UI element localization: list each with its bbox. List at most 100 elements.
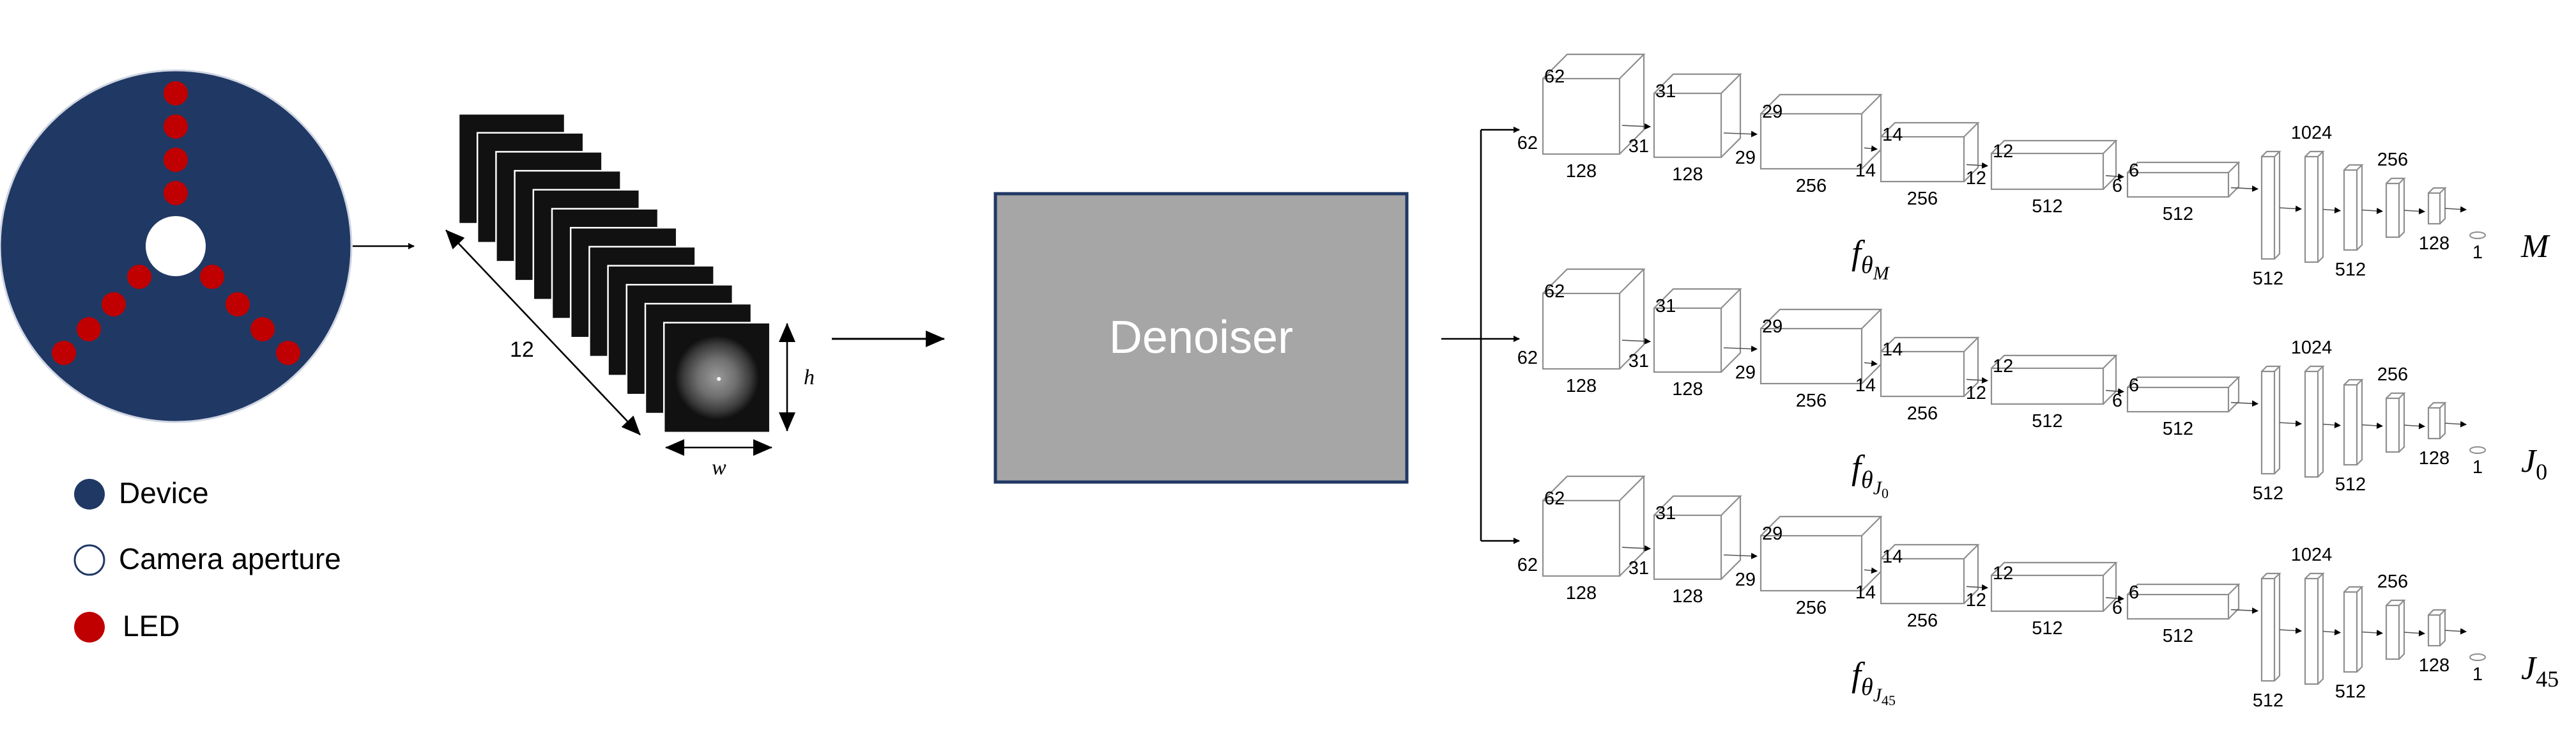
layer-face-front <box>1653 307 1722 373</box>
layer-face-front <box>1759 534 1863 592</box>
layer-face-front <box>2343 384 2358 466</box>
layer-face-side <box>2274 366 2281 474</box>
layer-face-top <box>1760 308 1883 329</box>
branch-connector <box>1441 127 1520 544</box>
conv-dim-label: 31 <box>1629 558 1649 579</box>
legend-label-led: LED <box>123 609 180 643</box>
conv-layer: 66 512 <box>2112 582 2258 646</box>
led-dot <box>250 317 275 341</box>
layer-arrow <box>2444 628 2467 635</box>
dense-layer: 1024 <box>2291 545 2341 685</box>
output-unit <box>2469 653 2486 661</box>
dense-size-label: 256 <box>2377 364 2408 385</box>
conv-channel-label: 512 <box>2163 204 2193 224</box>
layer-face-front <box>2343 591 2358 673</box>
cnn-branch: 6262128313112829292561414256121251266512… <box>1517 53 2550 289</box>
width-label: w <box>712 456 726 479</box>
dense-layer: 512 <box>2253 150 2302 289</box>
network-function-label: fθJ0 <box>1851 448 1889 501</box>
dense-layer: 256 <box>2377 150 2425 238</box>
dense-layer: 512 <box>2335 164 2383 280</box>
layer-face-front <box>2260 155 2276 260</box>
layer-face-front <box>2427 614 2441 647</box>
layer-arrow <box>1621 123 1651 130</box>
conv-channel-label: 256 <box>1907 611 1938 631</box>
layer-face-side <box>2228 162 2240 198</box>
dense-layer: 512 <box>2335 378 2383 495</box>
dense-size-label: 512 <box>2253 483 2283 504</box>
network-output-label: M <box>2520 228 2550 265</box>
layer-face-front <box>1880 350 1965 398</box>
legend: Device Camera aperture LED <box>73 476 341 643</box>
conv-channel-label: 256 <box>1907 403 1938 424</box>
layer-face-side <box>1721 74 1742 158</box>
led-dot <box>102 292 126 316</box>
layer-face-top <box>1653 495 1742 516</box>
layer-face-top <box>1760 93 1883 114</box>
conv-dim-label: 62 <box>1544 488 1565 509</box>
height-label: h <box>804 366 815 389</box>
conv-dim-label: 6 <box>2129 582 2139 603</box>
layer-face-side <box>2398 178 2405 238</box>
layer-face-side <box>2356 587 2363 673</box>
led-dot <box>164 81 188 105</box>
conv-channel-label: 512 <box>2163 626 2193 646</box>
layer-face-front <box>1990 367 2104 405</box>
layer-arrow <box>1864 360 1878 367</box>
dense-layer: 128 <box>2419 401 2467 469</box>
depth-dimension-arrow <box>445 230 641 435</box>
led-dot <box>164 148 188 172</box>
layer-face-side <box>1619 54 1645 155</box>
layer-arrow <box>2322 206 2341 214</box>
network-function-label: fθM <box>1851 233 1890 284</box>
layer-face-top <box>2343 164 2364 171</box>
dense-layer: 512 <box>2253 572 2302 711</box>
layer-face-front <box>2385 604 2400 660</box>
conv-channel-label: 128 <box>1672 586 1703 607</box>
layer-face-top <box>2428 609 2447 616</box>
cnn-branch: 6262128313112829292561414256121251266512… <box>1517 475 2559 711</box>
layer-face-side <box>2439 403 2446 439</box>
conv-dim-label: 29 <box>1735 570 1756 590</box>
led-dot <box>276 341 300 365</box>
layer-face-side <box>1861 95 1882 169</box>
led-dot <box>127 265 151 289</box>
conv-dim-label: 31 <box>1655 81 1676 102</box>
conv-dim-label: 12 <box>1993 356 2013 377</box>
dense-size-label: 128 <box>2419 448 2450 469</box>
dense-size-label: 128 <box>2419 655 2450 676</box>
layer-face-front <box>1759 113 1863 170</box>
denoiser-box <box>993 192 1409 484</box>
layer-face-front <box>2126 593 2230 620</box>
network-output-label: J45 <box>2521 650 2559 692</box>
conv-dim-label: 6 <box>2112 598 2122 618</box>
conv-dim-label: 62 <box>1517 133 1538 153</box>
layer-face-front <box>1880 136 1965 183</box>
layer-arrow <box>2361 207 2383 214</box>
layer-face-front <box>1542 292 1621 370</box>
network-output-label: J0 <box>2521 443 2547 485</box>
layer-face-top <box>1991 139 2118 154</box>
dense-layer: 128 <box>2419 609 2467 676</box>
layer-face-side <box>1963 338 1979 397</box>
layer-face-front <box>1990 152 2104 191</box>
layer-face-front <box>1653 92 1722 159</box>
layer-arrow <box>2279 627 2302 634</box>
layer-face-front <box>2427 407 2441 440</box>
layer-arrow <box>2404 630 2425 637</box>
legend-swatch-aperture <box>73 544 105 576</box>
layer-face-side <box>1861 517 1882 591</box>
conv-dim-label: 14 <box>1855 160 1876 181</box>
layer-face-side <box>2228 377 2240 412</box>
layer-face-front <box>2343 169 2358 251</box>
layer-face-front <box>2304 577 2319 685</box>
layer-face-side <box>2398 393 2405 453</box>
layer-face-side <box>1963 545 1979 604</box>
